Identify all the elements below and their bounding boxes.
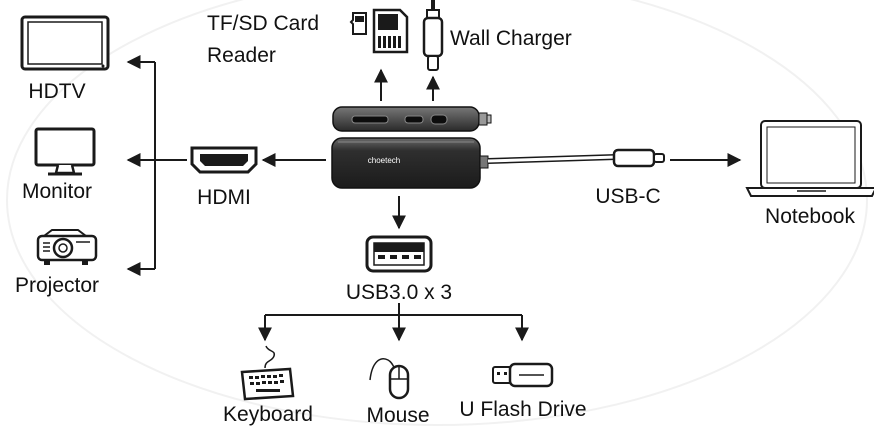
label-wall-charger: Wall Charger [450,27,572,50]
label-projector: Projector [14,274,100,297]
label-card-reader-line2: Reader [207,44,276,67]
laptop-icon [745,120,874,197]
label-hdtv: HDTV [28,80,86,103]
label-monitor: Monitor [21,180,93,203]
label-hdmi: HDMI [197,186,251,209]
hub-icon: choetech [331,106,492,189]
label-card-reader-line1: TF/SD Card [207,12,320,35]
hdmi-port-icon [190,146,258,174]
monitor-icon [34,127,96,176]
sd-card-icon [349,8,409,54]
keyboard-icon [240,345,295,401]
label-usb-c: USB-C [595,185,661,208]
brand-text: choetech [368,156,400,165]
label-keyboard: Keyboard [223,403,313,426]
label-mouse: Mouse [366,404,430,427]
usb-c-cable [487,148,665,168]
usb-a-port-icon [365,235,433,273]
background-ellipse [6,0,868,426]
label-flash-drive: U Flash Drive [459,398,587,421]
flash-drive-icon [492,362,554,388]
label-usb3: USB3.0 x 3 [345,281,453,304]
display-bracket [126,55,187,276]
tv-icon [20,15,110,71]
usb-tree [258,303,529,342]
label-notebook: Notebook [765,205,855,228]
mouse-icon [369,358,410,400]
projector-icon [36,229,98,265]
usb-c-plug-icon [422,0,444,71]
